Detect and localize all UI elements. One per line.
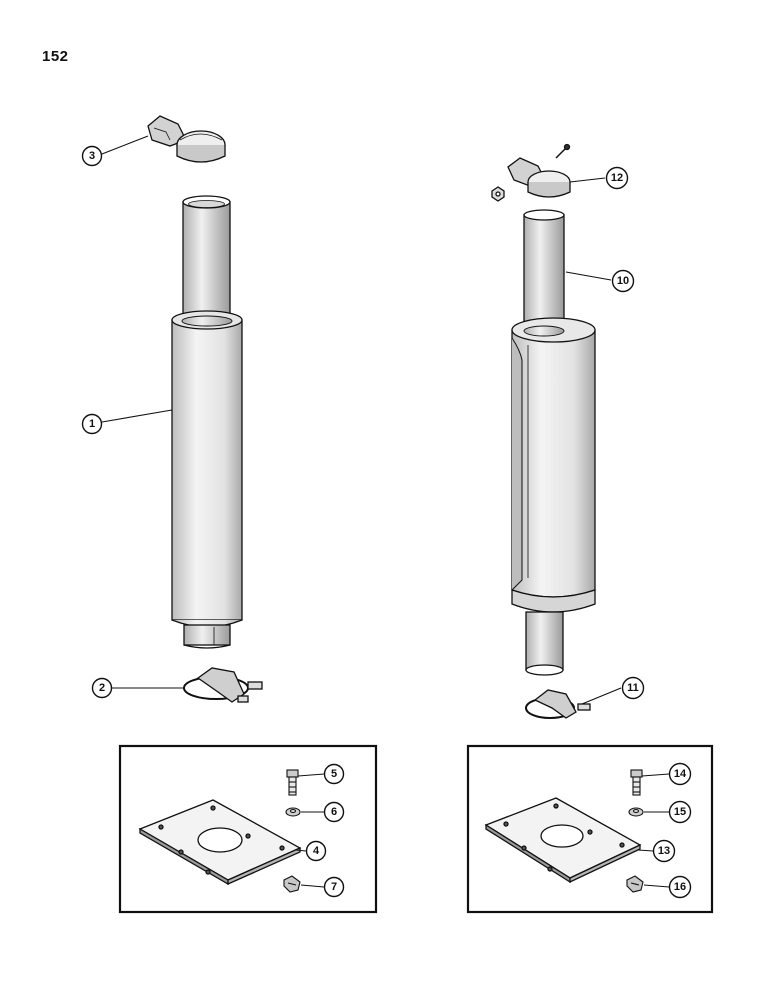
callout-10: 10 [611, 269, 635, 293]
svg-text:11: 11 [627, 682, 639, 694]
callout-6: 6 [323, 801, 345, 823]
hardware-box-right [466, 744, 714, 914]
page-number: 152 [42, 48, 69, 65]
callout-5: 5 [323, 763, 345, 785]
svg-text:15: 15 [674, 806, 686, 818]
callout-15: 15 [668, 800, 692, 824]
mounting-plate-right [484, 797, 642, 884]
washer-right [628, 807, 644, 817]
rain-cap-left [147, 115, 226, 163]
callout-7: 7 [323, 876, 345, 898]
svg-text:1: 1 [89, 418, 95, 430]
muffler-left [171, 195, 243, 649]
svg-text:14: 14 [674, 768, 687, 780]
callout-14: 14 [668, 762, 692, 786]
callout-12: 12 [605, 166, 629, 190]
svg-text:13: 13 [658, 845, 670, 857]
callouts: 3 1 2 5 6 4 7 12 10 11 14 15 13 16 [81, 145, 692, 899]
rain-cap-right [491, 143, 571, 202]
leader-lines [101, 135, 670, 888]
svg-text:7: 7 [331, 881, 337, 893]
svg-text:3: 3 [89, 150, 95, 162]
callout-11: 11 [621, 676, 645, 700]
clamp-left [183, 667, 263, 703]
callout-16: 16 [668, 875, 692, 899]
callout-2: 2 [91, 677, 113, 699]
bolt-right [630, 769, 643, 796]
nut-right [626, 875, 644, 893]
svg-text:2: 2 [99, 682, 105, 694]
callout-3: 3 [81, 145, 103, 167]
svg-text:12: 12 [611, 172, 623, 184]
svg-text:10: 10 [617, 275, 629, 287]
bolt-left [286, 769, 299, 796]
muffler-right [511, 209, 596, 676]
callout-4: 4 [305, 840, 327, 862]
nut-left [283, 875, 301, 893]
callout-13: 13 [652, 839, 676, 863]
clamp-right [525, 689, 591, 719]
svg-text:4: 4 [313, 845, 320, 857]
svg-text:6: 6 [331, 806, 337, 818]
washer-left [285, 807, 301, 817]
mounting-plate-left [138, 799, 302, 886]
svg-text:5: 5 [331, 768, 337, 780]
callout-1: 1 [81, 413, 103, 435]
svg-text:16: 16 [674, 881, 686, 893]
